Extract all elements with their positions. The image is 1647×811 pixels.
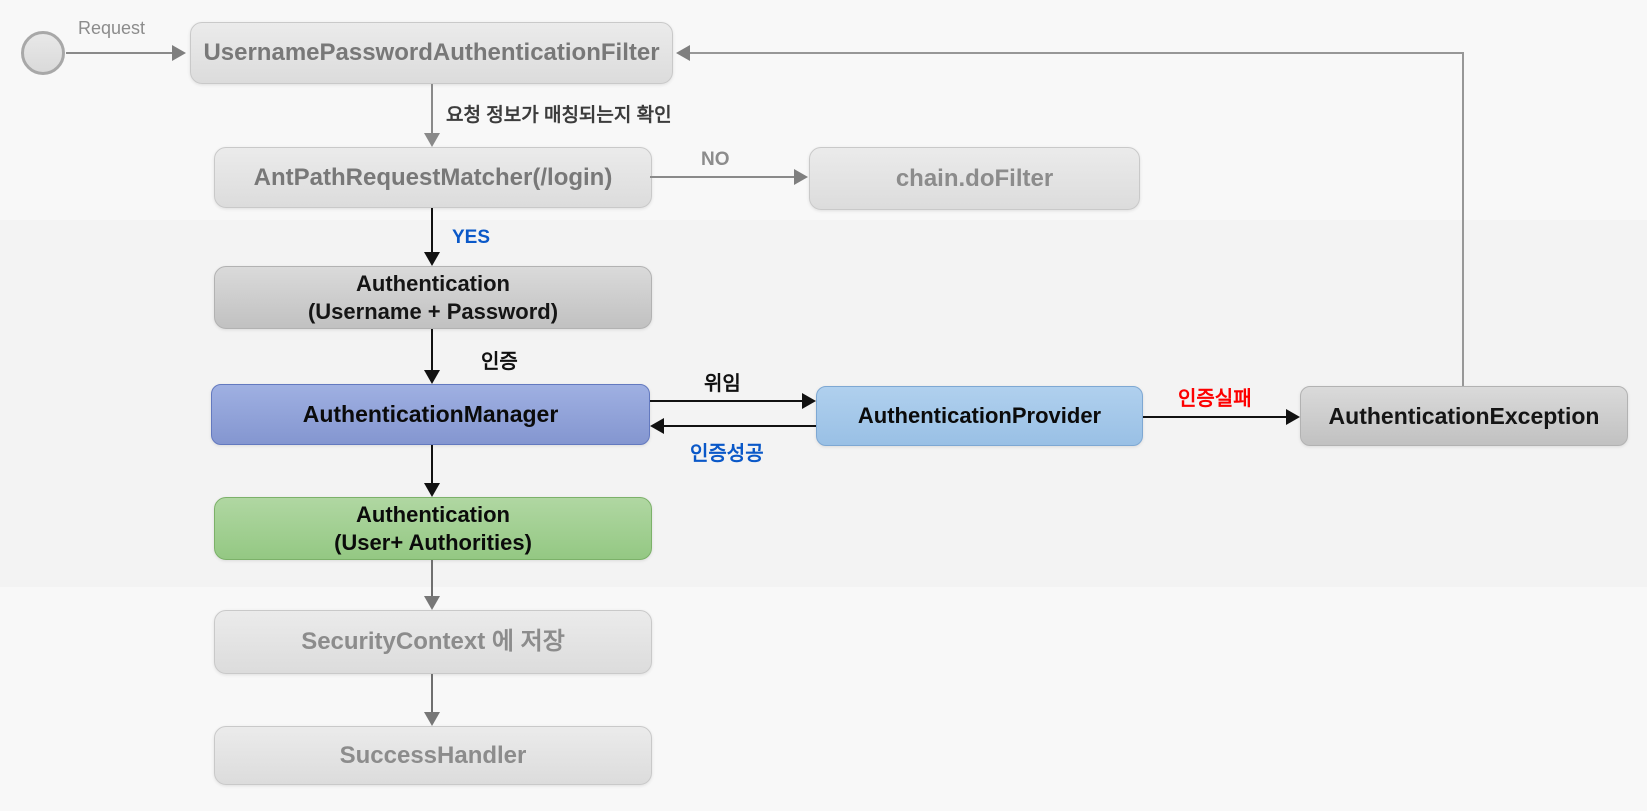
node-authentication-result: Authentication (User+ Authorities) xyxy=(214,497,652,560)
arrow-line-result-to-context xyxy=(431,560,433,596)
arrowhead-result-to-context xyxy=(424,596,440,610)
arrow-line-yes xyxy=(431,208,433,252)
node-success-handler: SuccessHandler xyxy=(214,726,652,785)
node-label-line1: Authentication xyxy=(356,271,510,296)
edge-label-no: NO xyxy=(701,149,730,170)
edge-label-auth-success: 인증성공 xyxy=(690,443,764,465)
edge-label-delegate: 위임 xyxy=(704,373,741,395)
arrowhead-auth-fail xyxy=(1286,409,1300,425)
arrow-line-manager-to-result xyxy=(431,445,433,483)
node-label: AuthenticationManager xyxy=(302,401,559,428)
arrow-line-auth-fail xyxy=(1143,416,1286,418)
arrowhead-delegate xyxy=(802,393,816,409)
arrow-line-authenticate xyxy=(431,329,433,370)
arrowhead-filter-to-matcher xyxy=(424,133,440,147)
node-label: AuthenticationProvider xyxy=(857,403,1102,429)
arrow-line-no xyxy=(650,176,794,178)
arrowhead-context-to-success xyxy=(424,712,440,726)
node-label: AntPathRequestMatcher(/login) xyxy=(253,163,613,191)
node-authentication-provider: AuthenticationProvider xyxy=(816,386,1143,446)
node-authentication-token: Authentication (Username + Password) xyxy=(214,266,652,329)
node-label-line2: (Username + Password) xyxy=(307,298,559,324)
feedback-line-vertical xyxy=(1462,52,1464,386)
node-ant-path-request-matcher: AntPathRequestMatcher(/login) xyxy=(214,147,652,208)
node-security-context-store: SecurityContext 에 저장 xyxy=(214,610,652,674)
node-authentication-manager: AuthenticationManager xyxy=(211,384,650,445)
arrow-line-delegate xyxy=(650,400,802,402)
arrow-line-filter-to-matcher xyxy=(431,84,433,133)
arrowhead-request xyxy=(172,45,186,61)
edge-label-auth-fail: 인증실패 xyxy=(1178,388,1252,410)
node-label-line1: Authentication xyxy=(356,502,510,527)
node-label: UsernamePasswordAuthenticationFilter xyxy=(203,39,660,66)
arrowhead-no xyxy=(794,169,808,185)
arrowhead-authenticate xyxy=(424,370,440,384)
node-label: chain.doFilter xyxy=(895,164,1054,192)
arrowhead-yes xyxy=(424,252,440,266)
edge-label-yes: YES xyxy=(452,227,491,248)
edge-label-match-check: 요청 정보가 매칭되는지 확인 xyxy=(446,105,672,126)
node-label: SuccessHandler xyxy=(339,741,527,769)
arrowhead-feedback xyxy=(676,45,690,61)
feedback-line-horizontal xyxy=(690,52,1464,54)
node-username-password-authentication-filter: UsernamePasswordAuthenticationFilter xyxy=(190,22,673,84)
arrow-line-context-to-success xyxy=(431,674,433,712)
node-authentication-exception: AuthenticationException xyxy=(1300,386,1628,446)
node-chain-dofilter: chain.doFilter xyxy=(809,147,1140,210)
edge-label-request: Request xyxy=(78,18,146,38)
edge-label-authenticate: 인증 xyxy=(481,351,518,373)
node-label: AuthenticationException xyxy=(1328,402,1600,429)
arrowhead-manager-to-result xyxy=(424,483,440,497)
node-label: SecurityContext 에 저장 xyxy=(301,628,565,655)
arrowhead-auth-success xyxy=(650,418,664,434)
start-node-circle xyxy=(21,31,65,75)
arrow-line-auth-success xyxy=(664,425,816,427)
arrow-line-request xyxy=(66,52,172,54)
node-label-line2: (User+ Authorities) xyxy=(334,529,532,555)
